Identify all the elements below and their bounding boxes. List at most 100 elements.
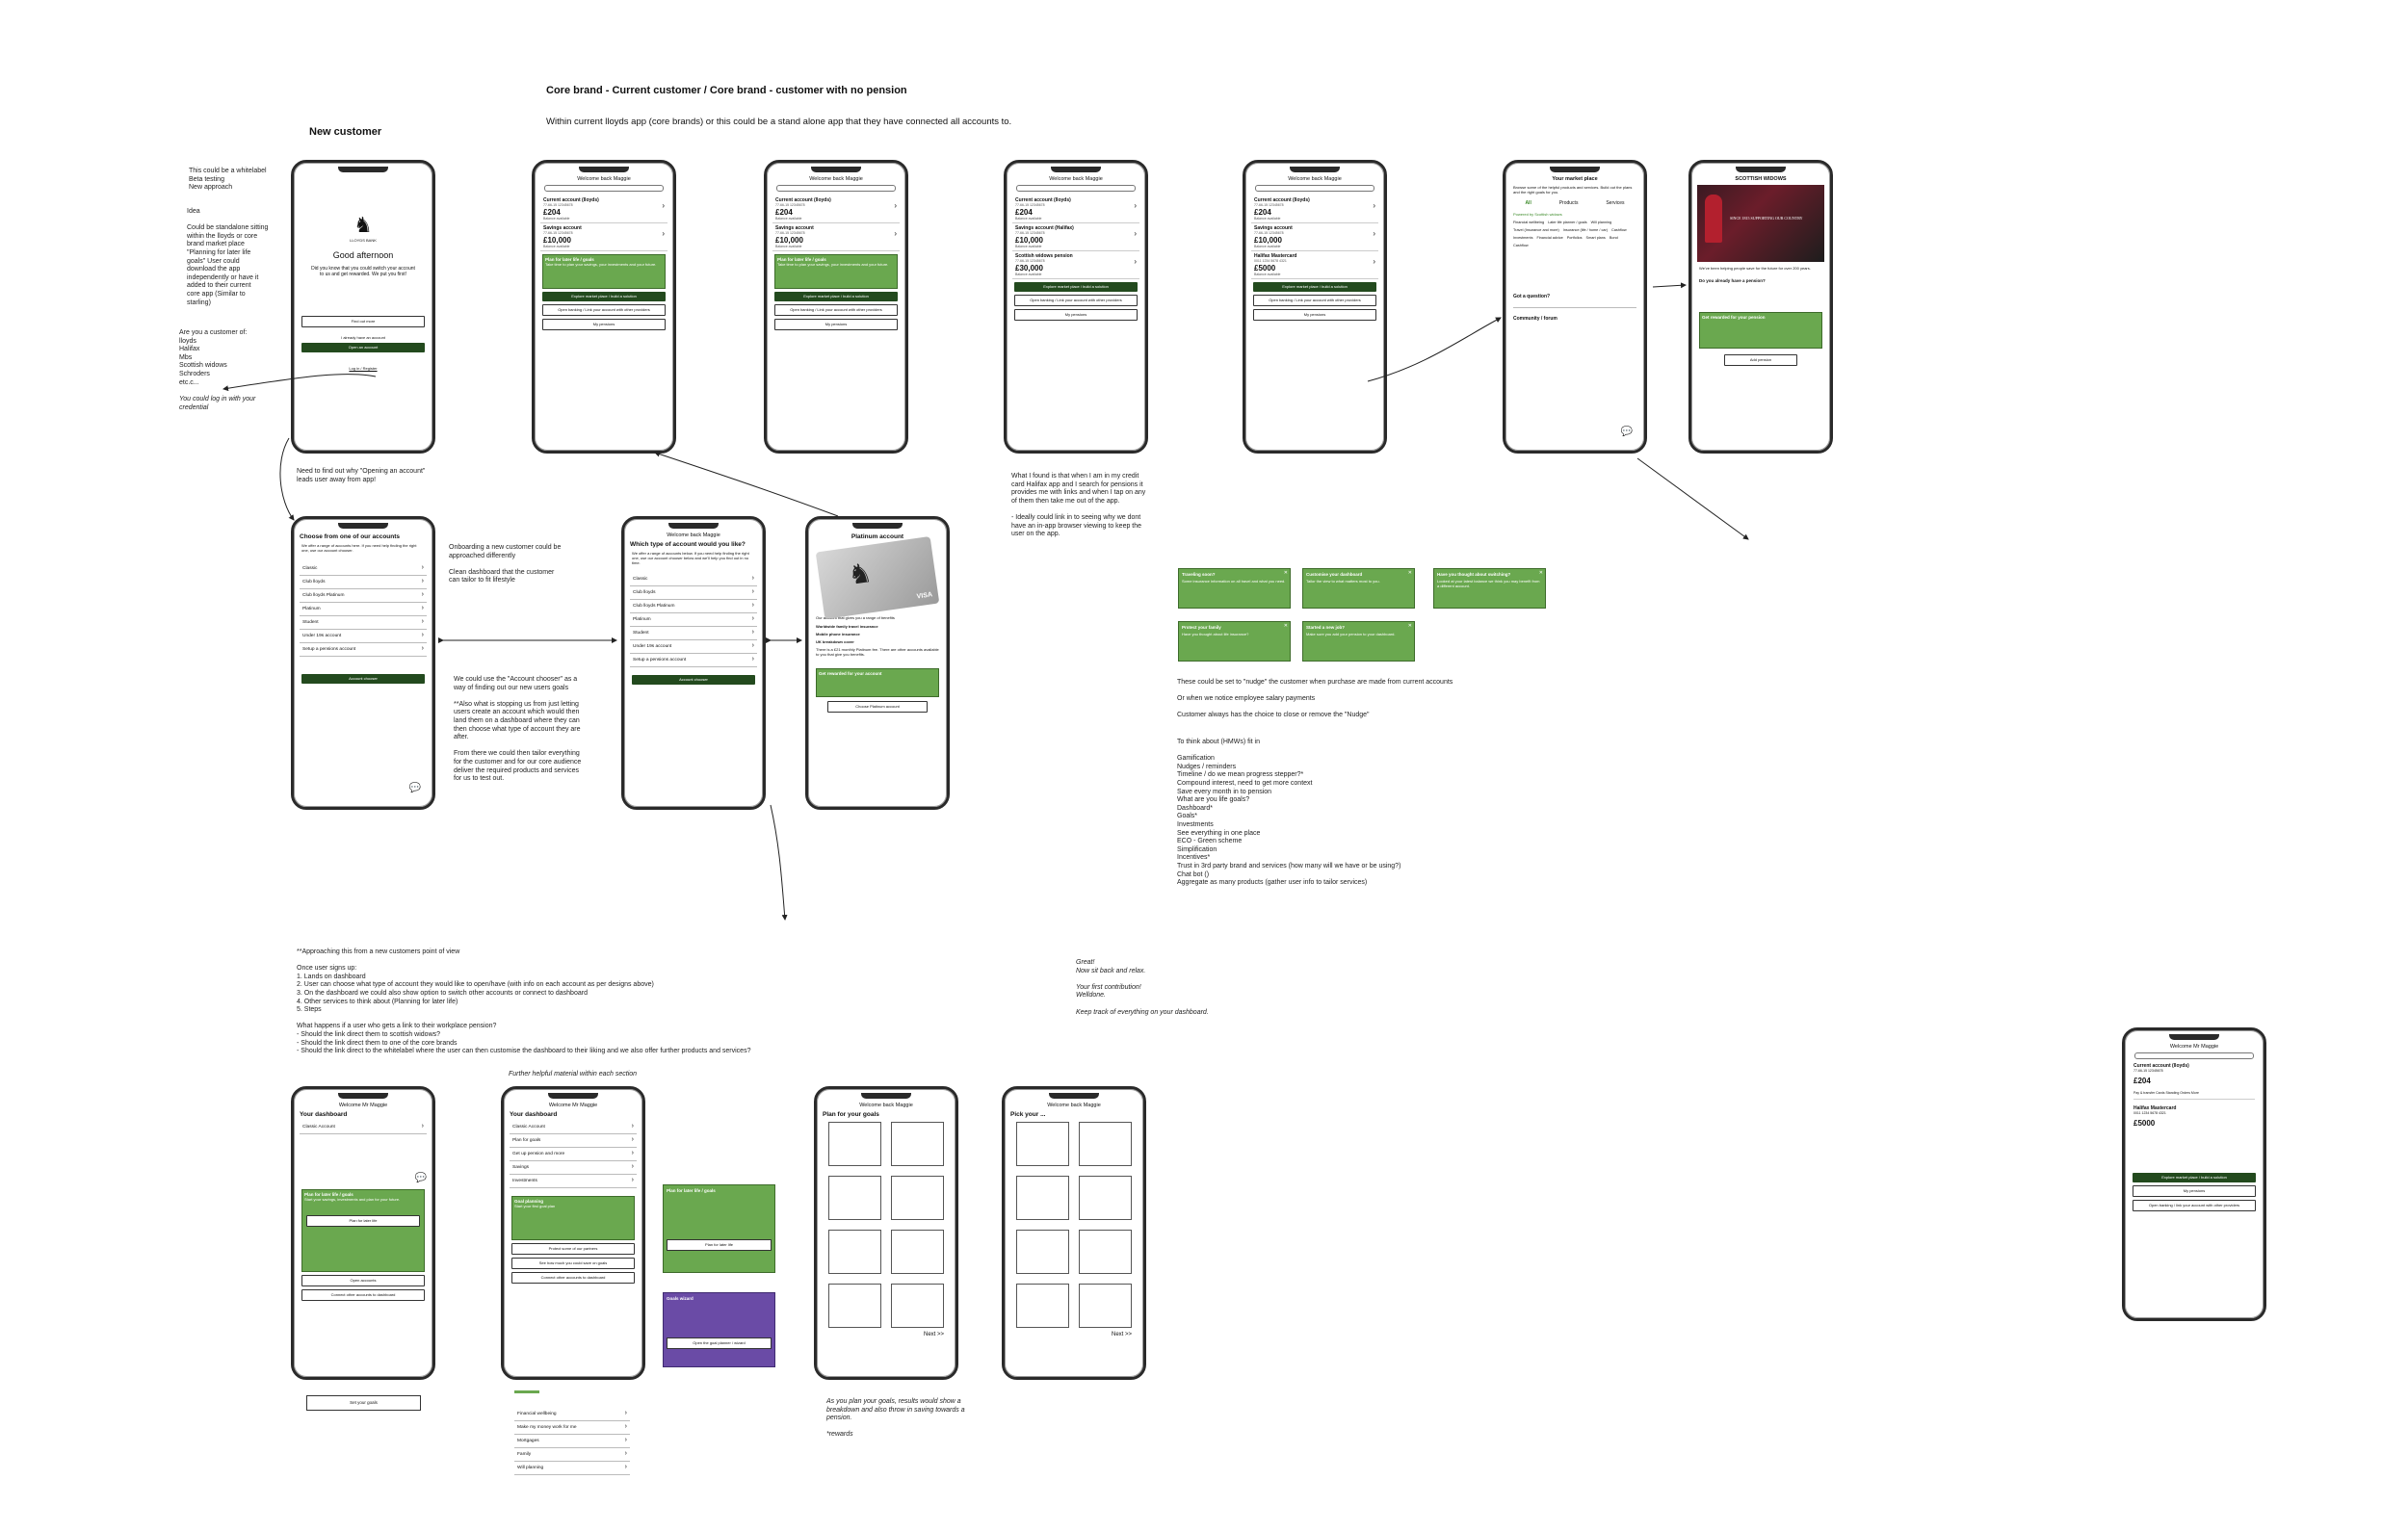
add-pension-button[interactable]: Add pension — [1724, 354, 1797, 366]
list-item[interactable]: Will planning› — [514, 1462, 630, 1475]
open-banking-button[interactable]: Open banking / link your account with ot… — [2133, 1200, 2256, 1211]
open-banking-button[interactable]: Open banking / Link your account with ot… — [542, 304, 666, 316]
my-pensions-button[interactable]: My pensions — [2133, 1185, 2256, 1197]
list-item[interactable]: Club lloyds Platinum› — [300, 589, 427, 603]
goal-tile[interactable] — [891, 1284, 944, 1328]
search-input[interactable] — [544, 185, 664, 192]
my-pensions-button[interactable]: My pensions — [1253, 309, 1376, 321]
partners-button[interactable]: Protect some of our partners — [511, 1243, 635, 1255]
goal-tile[interactable] — [828, 1230, 881, 1274]
list-item[interactable]: Family› — [514, 1448, 630, 1462]
nudge-card[interactable]: ✕Have you thought about switching?Looked… — [1433, 568, 1546, 609]
market-tag[interactable]: Smart plans — [1585, 236, 1606, 240]
search-input[interactable] — [1255, 185, 1374, 192]
search-input[interactable] — [1016, 185, 1136, 192]
goal-tile[interactable] — [891, 1122, 944, 1166]
pick-tile[interactable] — [1079, 1284, 1132, 1328]
community-forum[interactable]: Community / forum — [1513, 316, 1557, 322]
next-button[interactable]: Next >> — [1111, 1332, 1132, 1337]
pick-tile[interactable] — [1016, 1122, 1069, 1166]
pick-tile[interactable] — [1079, 1230, 1132, 1274]
goal-wizard-button[interactable]: Open the goal planner / wizard — [667, 1337, 772, 1349]
list-item[interactable]: Classic› — [300, 562, 427, 576]
list-item[interactable]: Make my money work for me› — [514, 1421, 630, 1435]
goal-tile[interactable] — [891, 1230, 944, 1274]
chat-icon[interactable]: 💬 — [414, 1173, 427, 1183]
account-current[interactable]: Current account (lloyds)77-66-15 1234567… — [540, 195, 667, 223]
market-tag[interactable]: Financial advice — [1536, 236, 1563, 240]
open-accounts-button[interactable]: Open accounts — [301, 1275, 425, 1286]
list-item[interactable]: Platinum› — [300, 603, 427, 616]
nudge-card[interactable]: ✕Started a new job?Make sure you add you… — [1302, 621, 1415, 662]
platinum-reward-card[interactable]: Get rewarded for your account — [816, 668, 939, 697]
list-item[interactable]: Club lloyds› — [300, 576, 427, 589]
goal-tile[interactable] — [828, 1176, 881, 1220]
list-item[interactable]: Get up pension and more› — [510, 1148, 637, 1161]
pick-tile[interactable] — [1016, 1284, 1069, 1328]
next-button[interactable]: Next >> — [923, 1332, 944, 1337]
open-banking-button[interactable]: Open banking / Link your account with ot… — [774, 304, 898, 316]
list-item[interactable]: Classic Account› — [300, 1121, 427, 1134]
tab-products[interactable]: Products — [1558, 200, 1579, 206]
market-tag[interactable]: Cashflow — [1513, 244, 1529, 247]
market-tag[interactable]: Insurance (life / home / car) — [1562, 228, 1608, 232]
my-pensions-button[interactable]: My pensions — [774, 319, 898, 330]
list-item[interactable]: Platinum› — [630, 613, 757, 627]
search-input[interactable] — [2134, 1052, 2254, 1059]
plan-later-life-button[interactable]: Plan for later life — [306, 1215, 420, 1227]
choose-platinum-button[interactable]: Choose Platinum account — [827, 701, 928, 713]
list-item[interactable]: Student› — [630, 627, 757, 640]
right-account-tabs[interactable]: Pay & transfer Cards Standing Orders Mor… — [2133, 1091, 2255, 1100]
my-pensions-button[interactable]: My pensions — [1014, 309, 1138, 321]
account-current[interactable]: Current account (lloyds)77-66-15 1234567… — [772, 195, 900, 223]
list-item[interactable]: Setup a pensions account› — [300, 643, 427, 657]
list-item[interactable]: Club lloyds Platinum› — [630, 600, 757, 613]
pick-tile[interactable] — [1016, 1230, 1069, 1274]
list-item[interactable]: Plan for goals› — [510, 1134, 637, 1148]
goal-tile[interactable] — [828, 1284, 881, 1328]
already-account-link[interactable]: I already have an account — [341, 335, 385, 340]
market-tag[interactable]: Cashflow — [1610, 228, 1627, 232]
explore-market-button[interactable]: Explore market place / build a solution — [1253, 282, 1376, 292]
list-item[interactable]: Setup a pensions account› — [630, 654, 757, 667]
explore-market-button[interactable]: Explore market place / build a solution — [542, 292, 666, 301]
market-tag[interactable]: Will planning — [1590, 221, 1612, 224]
my-pensions-button[interactable]: My pensions — [542, 319, 666, 330]
open-account-button[interactable]: Open an account — [301, 343, 425, 352]
account-current[interactable]: Current account (lloyds)77-66-15 1234567… — [1251, 195, 1378, 223]
list-item[interactable]: Classic› — [630, 573, 757, 586]
account-chooser-button[interactable]: Account chooser — [632, 675, 755, 685]
market-tag[interactable]: Financial wellbeing — [1513, 221, 1545, 224]
list-item[interactable]: Savings› — [510, 1161, 637, 1175]
find-out-more-button[interactable]: Find out more — [301, 316, 425, 327]
explore-market-button[interactable]: Explore market place / build a solution — [774, 292, 898, 301]
list-item[interactable]: Classic Account› — [510, 1121, 637, 1134]
chat-icon[interactable]: 💬 — [1620, 427, 1633, 437]
sw-reward-card[interactable]: Get rewarded for your pension — [1699, 312, 1822, 349]
set-goals-button[interactable]: Set your goals — [306, 1395, 421, 1411]
plan-later-life-button[interactable]: Plan for later life — [667, 1239, 772, 1251]
account-savings-halifax[interactable]: Savings account (Halifax)77-66-15 123456… — [1012, 223, 1139, 251]
pick-tile[interactable] — [1016, 1176, 1069, 1220]
account-chooser-button[interactable]: Account chooser — [301, 674, 425, 684]
open-banking-button[interactable]: Open banking / Link your account with ot… — [1253, 295, 1376, 306]
goals-wizard-card[interactable]: Goals wizard Open the goal planner / wiz… — [663, 1292, 775, 1367]
list-item[interactable]: Under 19s account› — [300, 630, 427, 643]
list-item[interactable]: Mortgages› — [514, 1435, 630, 1448]
list-item[interactable]: Club lloyds› — [630, 586, 757, 600]
list-item[interactable]: Student› — [300, 616, 427, 630]
explore-market-button[interactable]: Explore market place / build a solution — [2133, 1173, 2256, 1182]
tab-services[interactable]: Services — [1606, 200, 1625, 206]
goal-tile[interactable] — [891, 1176, 944, 1220]
got-question[interactable]: Got a question? — [1513, 294, 1551, 299]
market-tag[interactable]: Portfolios — [1566, 236, 1583, 240]
connect-accounts-button[interactable]: Connect other accounts to dashboard — [301, 1289, 425, 1301]
